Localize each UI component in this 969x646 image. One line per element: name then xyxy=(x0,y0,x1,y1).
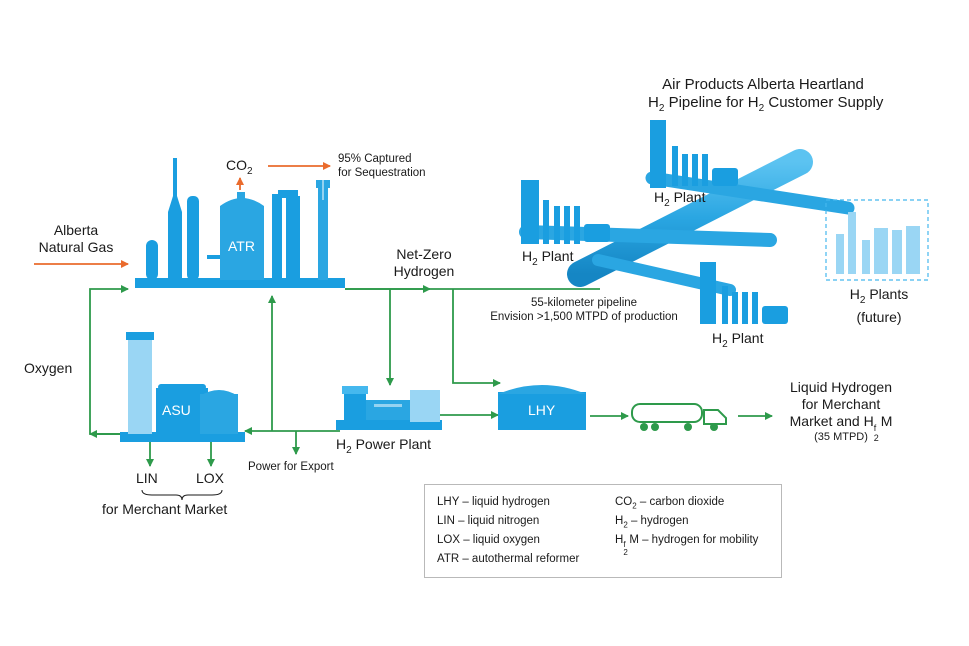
h2-plant-bottom-label: H2 Plant xyxy=(712,330,764,350)
h2-plants-future-icon xyxy=(825,199,929,281)
flow-lines xyxy=(89,285,773,467)
h2-plant-left-label: H2 Plant xyxy=(522,248,574,268)
co2-captured-label: 95% Captured for Sequestration xyxy=(338,153,426,179)
merchant-brace xyxy=(141,489,223,501)
asu-label: ASU xyxy=(162,402,191,418)
diagram-title: Air Products Alberta Heartland H2 Pipeli… xyxy=(648,76,884,118)
pipeline-label: 55-kilometer pipeline Envision >1,500 MT… xyxy=(490,297,678,323)
oxygen-label: Oxygen xyxy=(24,360,73,376)
lin-label: LIN xyxy=(136,470,158,486)
legend-item-atr: ATR – autothermal reformer xyxy=(437,553,580,565)
truck-icon xyxy=(631,403,727,431)
title-line2: H2 Pipeline for H2 Customer Supply xyxy=(648,94,884,114)
legend-box: LHY – liquid hydrogen LIN – liquid nitro… xyxy=(424,484,782,578)
h2-plant-top-icon xyxy=(650,120,738,188)
legend-item-lin: LIN – liquid nitrogen xyxy=(437,515,540,527)
to-lhy-line xyxy=(452,289,501,387)
h2-plant-bottom-icon xyxy=(700,262,788,324)
power-export-label: Power for Export xyxy=(248,461,334,473)
net-zero-hydrogen-label: Net-Zero Hydrogen xyxy=(393,246,455,279)
h2-plant-left-icon xyxy=(521,180,610,244)
natural-gas-label: Alberta Natural Gas xyxy=(38,222,114,255)
liquid-hydrogen-label: Liquid Hydrogen for Merchant Market and … xyxy=(789,379,893,443)
lhy-tank-icon xyxy=(498,385,586,430)
h2-power-plant-icon xyxy=(336,386,442,430)
h2-power-plant-label: H2 Power Plant xyxy=(336,436,432,456)
co2-label: CO2 xyxy=(226,157,253,177)
title-line1: Air Products Alberta Heartland xyxy=(662,76,864,93)
h2-plants-future-label: H2 Plants (future) xyxy=(849,286,909,325)
atr-label: ATR xyxy=(228,238,255,254)
legend-item-lox: LOX – liquid oxygen xyxy=(437,534,540,546)
lhy-label: LHY xyxy=(528,402,556,418)
atr-complex-icon xyxy=(135,158,345,288)
h2-plant-top-label: H2 Plant xyxy=(654,189,706,209)
legend-item-lhy: LHY – liquid hydrogen xyxy=(437,496,550,508)
legend-item-co2: CO2 – carbon dioxide xyxy=(615,496,725,511)
lox-label: LOX xyxy=(196,470,225,486)
asu-icon xyxy=(120,332,245,442)
merchant-market-label: for Merchant Market xyxy=(102,501,228,517)
oxygen-flow-line xyxy=(89,285,129,435)
legend-item-h2: H2 – hydrogen xyxy=(615,515,689,530)
